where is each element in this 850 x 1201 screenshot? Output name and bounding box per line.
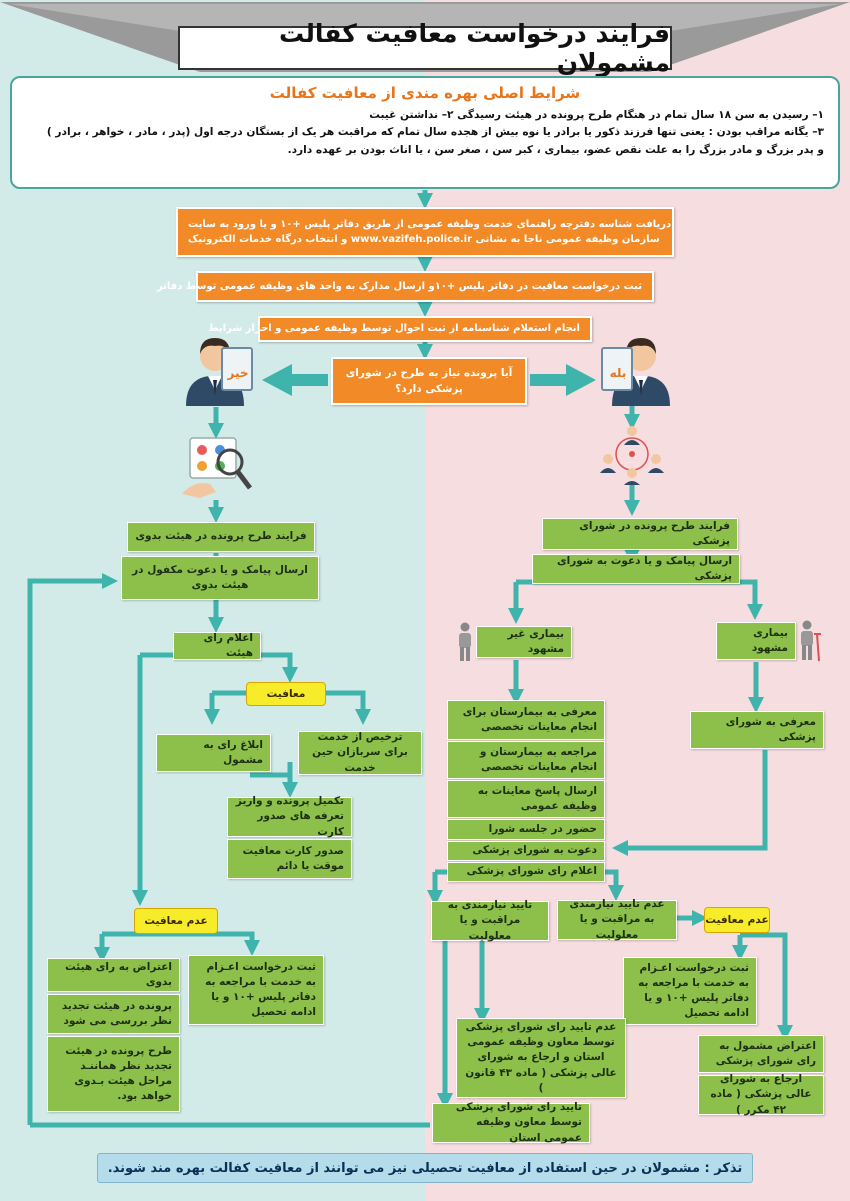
right-refer-hospital-text: مراجعه به بیمارستان و انجام معاینات تخصص… [479, 745, 597, 773]
left-discharge-text: ترخیص از خدمت برای سربازان حین خدمت [312, 731, 408, 774]
left-board-process: فرایند طرح پرونده در هیئت بدوی [127, 522, 315, 552]
right-confirm-need: تایید نیازمندی به مراقبت و یا معلولیت [431, 899, 549, 942]
right-deputy-reject: عدم تایید رای شورای پزشکی توسط معاون وظی… [456, 1018, 626, 1098]
left-review-same: طرح پرونده در هیئت تجدید نظر هماننـد مرا… [47, 1036, 180, 1112]
right-sms-council: ارسال پیامک و یا دعوت به شورای پزشکی [532, 554, 740, 584]
step-register-request: ثبت درخواست معافیت در دفاتر پلیس +۱۰و ار… [157, 271, 654, 302]
right-not-visible: بیماری غیر مشهود [476, 626, 572, 658]
left-discharge: ترخیص از خدمت برای سربازان حین خدمت [298, 731, 422, 775]
step-inquiry: انجام استعلام شناسنامه از ثبت احوال توسط… [208, 316, 592, 342]
left-board-process-text: فرایند طرح پرونده در هیئت بدوی [135, 530, 307, 543]
right-attend-session-text: حضور در جلسه شورا [488, 822, 597, 835]
magnifier-profiles-icon [182, 437, 252, 498]
page-title-box: فرایند درخواست معافیت کفالت مشمولان [178, 19, 672, 77]
right-visible: بیماری مشهود [716, 622, 796, 660]
right-council-vote: اعلام رای شورای پزشکی [447, 862, 605, 882]
right-visible-text: بیماری مشهود [751, 626, 788, 654]
right-objection: اعتراض مشمول به رای شورای پزشکی [698, 1035, 824, 1073]
condition-line-2: ۳– یگانه مراقب بودن : یعنی تنها فرزند ذک… [46, 126, 824, 139]
question-text: آیا پرونده نیاز به طرح در شورای پزشکی دا… [345, 366, 513, 395]
left-sms-invite: ارسال پیامک و یا دعوت مکفول در هیئت بدوی [121, 556, 319, 600]
right-invite-council: دعوت به شورای پزشکی [447, 841, 605, 861]
right-not-visible-text: بیماری غیر مشهود [507, 627, 564, 655]
right-council-process: فرایند طرح پرونده در شورای پزشکی [542, 518, 738, 550]
right-deputy-confirm-text: تایید رای شورای پزشکی توسط معاون وظیفه ع… [455, 1101, 582, 1144]
right-high-council: ارجاع به شورای عالی پزشکی ( ماده ۴۲ مکرر… [698, 1073, 824, 1116]
right-council-vote-text: اعلام رای شورای پزشکی [466, 865, 597, 878]
question-medical-council: آیا پرونده نیاز به طرح در شورای پزشکی دا… [331, 357, 527, 405]
right-attend-session: حضور در جلسه شورا [447, 819, 605, 840]
step-receive-id-line2: سازمان وظیفه عمومی ناجا به نشانی www.vaz… [188, 234, 660, 245]
left-complete-file: تکمیل پرونده و واریز تعرفه های صدور کارت [227, 795, 352, 838]
standing-person-icon [459, 622, 471, 661]
step-receive-id: دریافت شناسه دفترچه راهنمای خدمت وظیفه ع… [176, 207, 674, 257]
left-notify-vote-text: ابلاغ رای به مشمول [203, 738, 263, 766]
right-invite-council-text: دعوت به شورای پزشکی [472, 844, 597, 857]
right-refer-council-text: معرفی به شورای پزشکی [725, 715, 816, 743]
right-council-process-text: فرایند طرح پرونده در شورای پزشکی [579, 519, 730, 547]
left-objection: اعتراض به رای هیئت بدوی [47, 958, 180, 992]
step-inquiry-text: انجام استعلام شناسنامه از ثبت احوال توسط… [208, 323, 580, 335]
left-complete-file-text: تکمیل پرونده و واریز تعرفه های صدور کارت [235, 795, 344, 838]
right-not-confirm-need: عدم تایید نیازمندی به مراقبت و یا معلولی… [557, 898, 677, 941]
no-label: خیر [227, 366, 249, 380]
right-confirm-need-text: تایید نیازمندی به مراقبت و یا معلولیت [447, 899, 533, 942]
right-dispatch-request-text: ثبت درخواست اعـزام به خدمت با مراجعه به … [638, 961, 749, 1020]
right-deputy-confirm: تایید رای شورای پزشکی توسط معاون وظیفه ع… [432, 1101, 590, 1144]
condition-line-1: ۱– رسیدن به سن ۱۸ سال تمام در هنگام طرح … [369, 109, 824, 121]
left-dispatch-request-text: ثبت درخواست اعـزام به خدمت با مراجعه به … [205, 960, 316, 1019]
left-board-vote-text: اعلام رای هیئت [203, 631, 253, 659]
user-with-no-sign-icon [186, 338, 253, 406]
right-not-confirm-need-text: عدم تایید نیازمندی به مراقبت و یا معلولی… [569, 898, 665, 941]
left-issue-card: صدور کارت معافیت موقت یا دائم [227, 839, 352, 879]
left-exempt-badge: معافیت [246, 682, 326, 706]
right-send-results: ارسال پاسخ معاینات به وظیفه عمومی [447, 780, 605, 818]
left-sms-invite-text: ارسال پیامک و یا دعوت مکفول در هیئت بدوی [132, 563, 308, 591]
left-objection-text: اعتراض به رای هیئت بدوی [65, 960, 172, 988]
right-high-council-text: ارجاع به شورای عالی پزشکی ( ماده ۴۲ مکرر… [710, 1073, 812, 1116]
left-notify-vote: ابلاغ رای به مشمول [156, 734, 271, 772]
left-review-text: پرونده در هیئت تجدید نظر بررسی می شود [61, 999, 172, 1027]
footer-note-text: تذکر : مشمولان در حین استفاده از معافیت … [107, 1160, 743, 1176]
condition-line-3: و پدر بزرگ و مادر بزرگ را به علت نقص عضو… [287, 143, 824, 156]
left-not-exempt-text: عدم معافیت [144, 915, 208, 927]
left-board-vote: اعلام رای هیئت [173, 632, 261, 660]
left-not-exempt-badge: عدم معافیت [134, 908, 218, 934]
right-not-exempt-text: عدم معافیت [705, 914, 769, 926]
right-sms-council-text: ارسال پیامک و یا دعوت به شورای پزشکی [557, 554, 732, 582]
right-hospital-intro-text: معرفی به بیمارستان برای انجام معاینات تخ… [462, 705, 597, 733]
right-dispatch-request: ثبت درخواست اعـزام به خدمت با مراجعه به … [623, 957, 757, 1025]
step-receive-id-line1: دریافت شناسه دفترچه راهنمای خدمت وظیفه ع… [188, 218, 672, 230]
step-register-request-text: ثبت درخواست معافیت در دفاتر پلیس +۱۰و ار… [156, 280, 642, 292]
person-with-crutch-icon [801, 620, 821, 662]
user-with-yes-sign-icon [601, 338, 670, 406]
footer-note: تذکر : مشمولان در حین استفاده از معافیت … [97, 1153, 753, 1183]
right-refer-council: معرفی به شورای پزشکی [690, 711, 824, 749]
right-hospital-intro: معرفی به بیمارستان برای انجام معاینات تخ… [447, 700, 605, 740]
yes-label: بله [609, 366, 627, 380]
left-review-same-text: طرح پرونده در هیئت تجدید نظر هماننـد مرا… [65, 1044, 172, 1103]
left-dispatch-request: ثبت درخواست اعـزام به خدمت با مراجعه به … [188, 955, 324, 1025]
right-not-exempt-badge: عدم معافیت [704, 907, 770, 933]
left-issue-card-text: صدور کارت معافیت موقت یا دائم [242, 844, 344, 872]
page-title: فرایند درخواست معافیت کفالت مشمولان [279, 19, 670, 77]
network-people-icon [600, 426, 664, 485]
left-exempt-text: معافیت [266, 688, 306, 700]
right-objection-text: اعتراض مشمول به رای شورای پزشکی [715, 1039, 816, 1067]
right-deputy-reject-text: عدم تایید رای شورای پزشکی توسط معاون وظی… [465, 1020, 617, 1094]
right-refer-hospital: مراجعه به بیمارستان و انجام معاینات تخصص… [447, 741, 605, 779]
conditions-box: شرایط اصلی بهره مندی از معافیت کفالت ۱– … [10, 76, 840, 189]
left-review: پرونده در هیئت تجدید نظر بررسی می شود [47, 994, 180, 1034]
conditions-heading: شرایط اصلی بهره مندی از معافیت کفالت [269, 84, 581, 102]
right-send-results-text: ارسال پاسخ معاینات به وظیفه عمومی [477, 784, 597, 812]
